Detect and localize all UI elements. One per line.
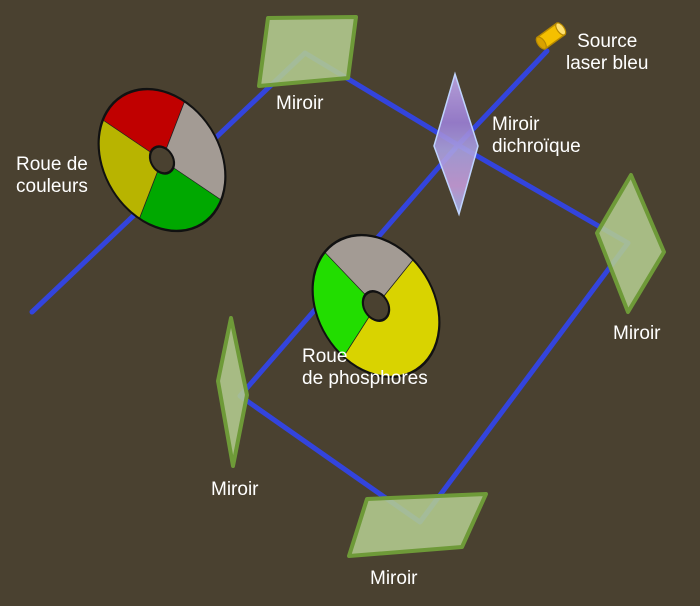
label-source: Source laser bleu bbox=[566, 31, 648, 75]
color-wheel-hub bbox=[148, 145, 176, 175]
laser-source bbox=[535, 22, 567, 50]
mirror-bottom bbox=[347, 492, 488, 558]
label-mirror-bottom: Miroir bbox=[370, 568, 418, 589]
label-source-line1: Source bbox=[577, 31, 638, 52]
label-phosphor-wheel-line2: de phosphores bbox=[302, 368, 428, 389]
label-mirror-top: Miroir bbox=[276, 93, 324, 114]
label-color-wheel-line2: couleurs bbox=[16, 176, 88, 197]
mirror-top bbox=[257, 15, 358, 88]
label-dichroic-line1: Miroir bbox=[492, 114, 540, 135]
label-color-wheel-line1: Roue de bbox=[16, 154, 88, 175]
color-wheel bbox=[97, 87, 227, 233]
mirror-left bbox=[216, 316, 249, 468]
label-phosphor-wheel: Roue de phosphores bbox=[302, 346, 428, 390]
label-dichroic-line2: dichroïque bbox=[492, 136, 581, 157]
phosphor-wheel-hub bbox=[361, 290, 391, 322]
label-color-wheel: Roue de couleurs bbox=[16, 154, 88, 198]
label-mirror-right: Miroir bbox=[613, 323, 661, 344]
label-phosphor-wheel-line1: Roue bbox=[302, 346, 348, 367]
label-source-line2: laser bleu bbox=[566, 53, 649, 74]
label-dichroic: Miroir dichroïque bbox=[492, 114, 581, 158]
phosphor-wheel bbox=[311, 233, 441, 379]
label-mirror-left: Miroir bbox=[211, 479, 259, 500]
dichroic-mirror bbox=[433, 71, 479, 217]
mirror-right bbox=[595, 173, 666, 314]
